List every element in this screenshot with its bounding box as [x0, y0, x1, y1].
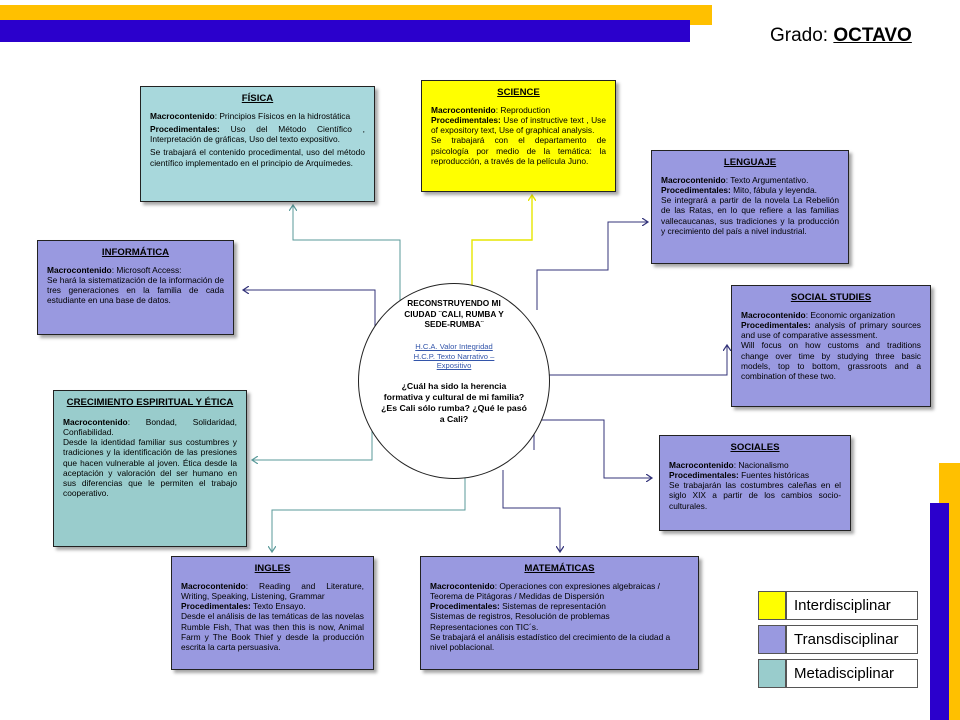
box-ingles-proc: Procedimentales: Texto Ensayo.	[181, 601, 306, 612]
box-matematicas-proc: Procedimentales: Sistemas de representac…	[430, 601, 606, 612]
box-sociales-macro: Macrocontenido: Nacionalismo	[669, 459, 789, 470]
box-science-title: SCIENCE	[497, 87, 540, 98]
box-sociales-proc: Procedimentales: Fuentes históricas	[669, 469, 810, 480]
box-lenguaje-proc: Procedimentales: Mito, fábula y leyenda.	[661, 184, 817, 195]
legend-label-inter: Interdisciplinar	[786, 591, 918, 620]
box-fisica-desc: Se trabajará el contenido procedimental,…	[150, 147, 365, 168]
box-informatica-macro: Macrocontenido: Microsoft Access:	[47, 264, 182, 275]
box-lenguaje-macro: Macrocontenido: Texto Argumentativo.	[661, 174, 809, 185]
box-lenguaje: LENGUAJE Macrocontenido: Texto Argumenta…	[651, 150, 849, 264]
box-matematicas: MATEMÁTICAS Macrocontenido: Operaciones …	[420, 556, 699, 670]
top-navy-bar	[0, 20, 690, 42]
central-links[interactable]: H.C.A. Valor Integridad H.C.P. Texto Nar…	[413, 341, 495, 371]
central-title: RECONSTRUYENDO MI CIUDAD ¨CALI, RUMBA Y …	[404, 298, 504, 330]
line-to-ingles	[272, 470, 466, 552]
box-social-studies-macro: Macrocontenido: Economic organization	[741, 309, 896, 320]
line-to-sociales	[533, 419, 652, 478]
box-social-studies-title: SOCIAL STUDIES	[790, 292, 872, 303]
box-ingles-desc: Desde el análisis de las temáticas de la…	[181, 611, 364, 653]
box-informatica-desc: Se hará la sistematización de la informa…	[47, 274, 224, 306]
box-ingles: INGLES Macrocontenido: Reading and Liter…	[171, 556, 374, 670]
grade-label: Grado:	[770, 25, 829, 46]
box-matematicas-macro: Macrocontenido: Operaciones con expresio…	[430, 580, 660, 601]
legend-metadisciplinar: Metadisciplinar	[758, 659, 918, 688]
box-social-studies-proc: Procedimentales: analysis of primary sou…	[741, 319, 921, 341]
box-social-studies: SOCIAL STUDIES Macrocontenido: Economic …	[731, 285, 931, 407]
legend-swatch-yellow	[758, 591, 786, 620]
box-sociales-desc: Se trabajarán las costumbres caleñas en …	[669, 480, 841, 511]
grade-heading: Grado: OCTAVO	[770, 25, 912, 47]
box-crecimiento-desc: Desde la identidad familiar sus costumbr…	[63, 437, 237, 499]
legend-swatch-teal	[758, 659, 786, 688]
line-to-lenguaje	[536, 222, 648, 310]
box-sociales: SOCIALES Macrocontenido: Nacionalismo Pr…	[659, 435, 851, 531]
box-crecimiento: CRECIMIENTO ESPIRITUAL Y ÉTICA Macrocont…	[53, 390, 247, 547]
box-sociales-title: SOCIALES	[730, 442, 780, 453]
box-science-proc: Procedimentales: Use of instructive text…	[431, 114, 606, 136]
legend-label-trans: Transdisciplinar	[786, 625, 918, 654]
box-social-studies-desc: Will focus on how customs and traditions…	[741, 340, 921, 382]
central-topic-circle: RECONSTRUYENDO MI CIUDAD ¨CALI, RUMBA Y …	[358, 283, 550, 479]
legend-interdisciplinar: Interdisciplinar	[758, 591, 918, 620]
box-ingles-title: INGLES	[254, 563, 291, 574]
line-to-informatica	[243, 290, 376, 338]
legend-label-meta: Metadisciplinar	[786, 659, 918, 688]
box-science: SCIENCE Macrocontenido: Reproduction Pro…	[421, 80, 616, 192]
legend-transdisciplinar: Transdisciplinar	[758, 625, 918, 654]
box-matematicas-line4: Representaciones con TIC´s.	[430, 621, 539, 632]
line-to-crecimiento	[252, 430, 373, 460]
box-matematicas-desc: Se trabajará el análisis estadístico del…	[430, 631, 671, 653]
box-lenguaje-desc: Se integrará a partir de la novela La Re…	[661, 195, 839, 236]
box-fisica-title: FÍSICA	[241, 93, 274, 104]
line-to-fisica	[293, 205, 401, 318]
box-informatica: INFORMÁTICA Macrocontenido: Microsoft Ac…	[37, 240, 234, 335]
box-science-desc: Se trabajará con el departamento de psic…	[431, 135, 606, 166]
right-navy-bar	[930, 503, 949, 720]
box-crecimiento-macro: Macrocontenido: Bondad, Solidaridad, Con…	[63, 416, 237, 437]
box-matematicas-title: MATEMÁTICAS	[524, 563, 595, 574]
box-fisica: FÍSICA Macrocontenido: Principios Físico…	[140, 86, 375, 202]
central-question: ¿Cuál ha sido la herencia formativa y cu…	[381, 380, 527, 425]
line-to-science	[471, 195, 532, 292]
box-fisica-macro: Macrocontenido: Principios Físicos en la…	[150, 110, 351, 121]
box-ingles-macro: Macrocontenido: Reading and Literature, …	[181, 580, 364, 601]
legend-swatch-purple	[758, 625, 786, 654]
grade-value: OCTAVO	[833, 25, 912, 46]
box-matematicas-line3: Sistemas de registros, Resolución de pro…	[430, 611, 610, 622]
box-informatica-title: INFORMÁTICA	[101, 247, 170, 258]
box-science-macro: Macrocontenido: Reproduction	[431, 104, 551, 115]
line-to-social-studies	[548, 345, 727, 376]
line-to-matematicas	[502, 470, 560, 552]
box-fisica-proc: Procedimentales: Uso del Método Científi…	[150, 123, 365, 145]
box-lenguaje-title: LENGUAJE	[723, 157, 777, 168]
box-crecimiento-title: CRECIMIENTO ESPIRITUAL Y ÉTICA	[66, 397, 234, 408]
